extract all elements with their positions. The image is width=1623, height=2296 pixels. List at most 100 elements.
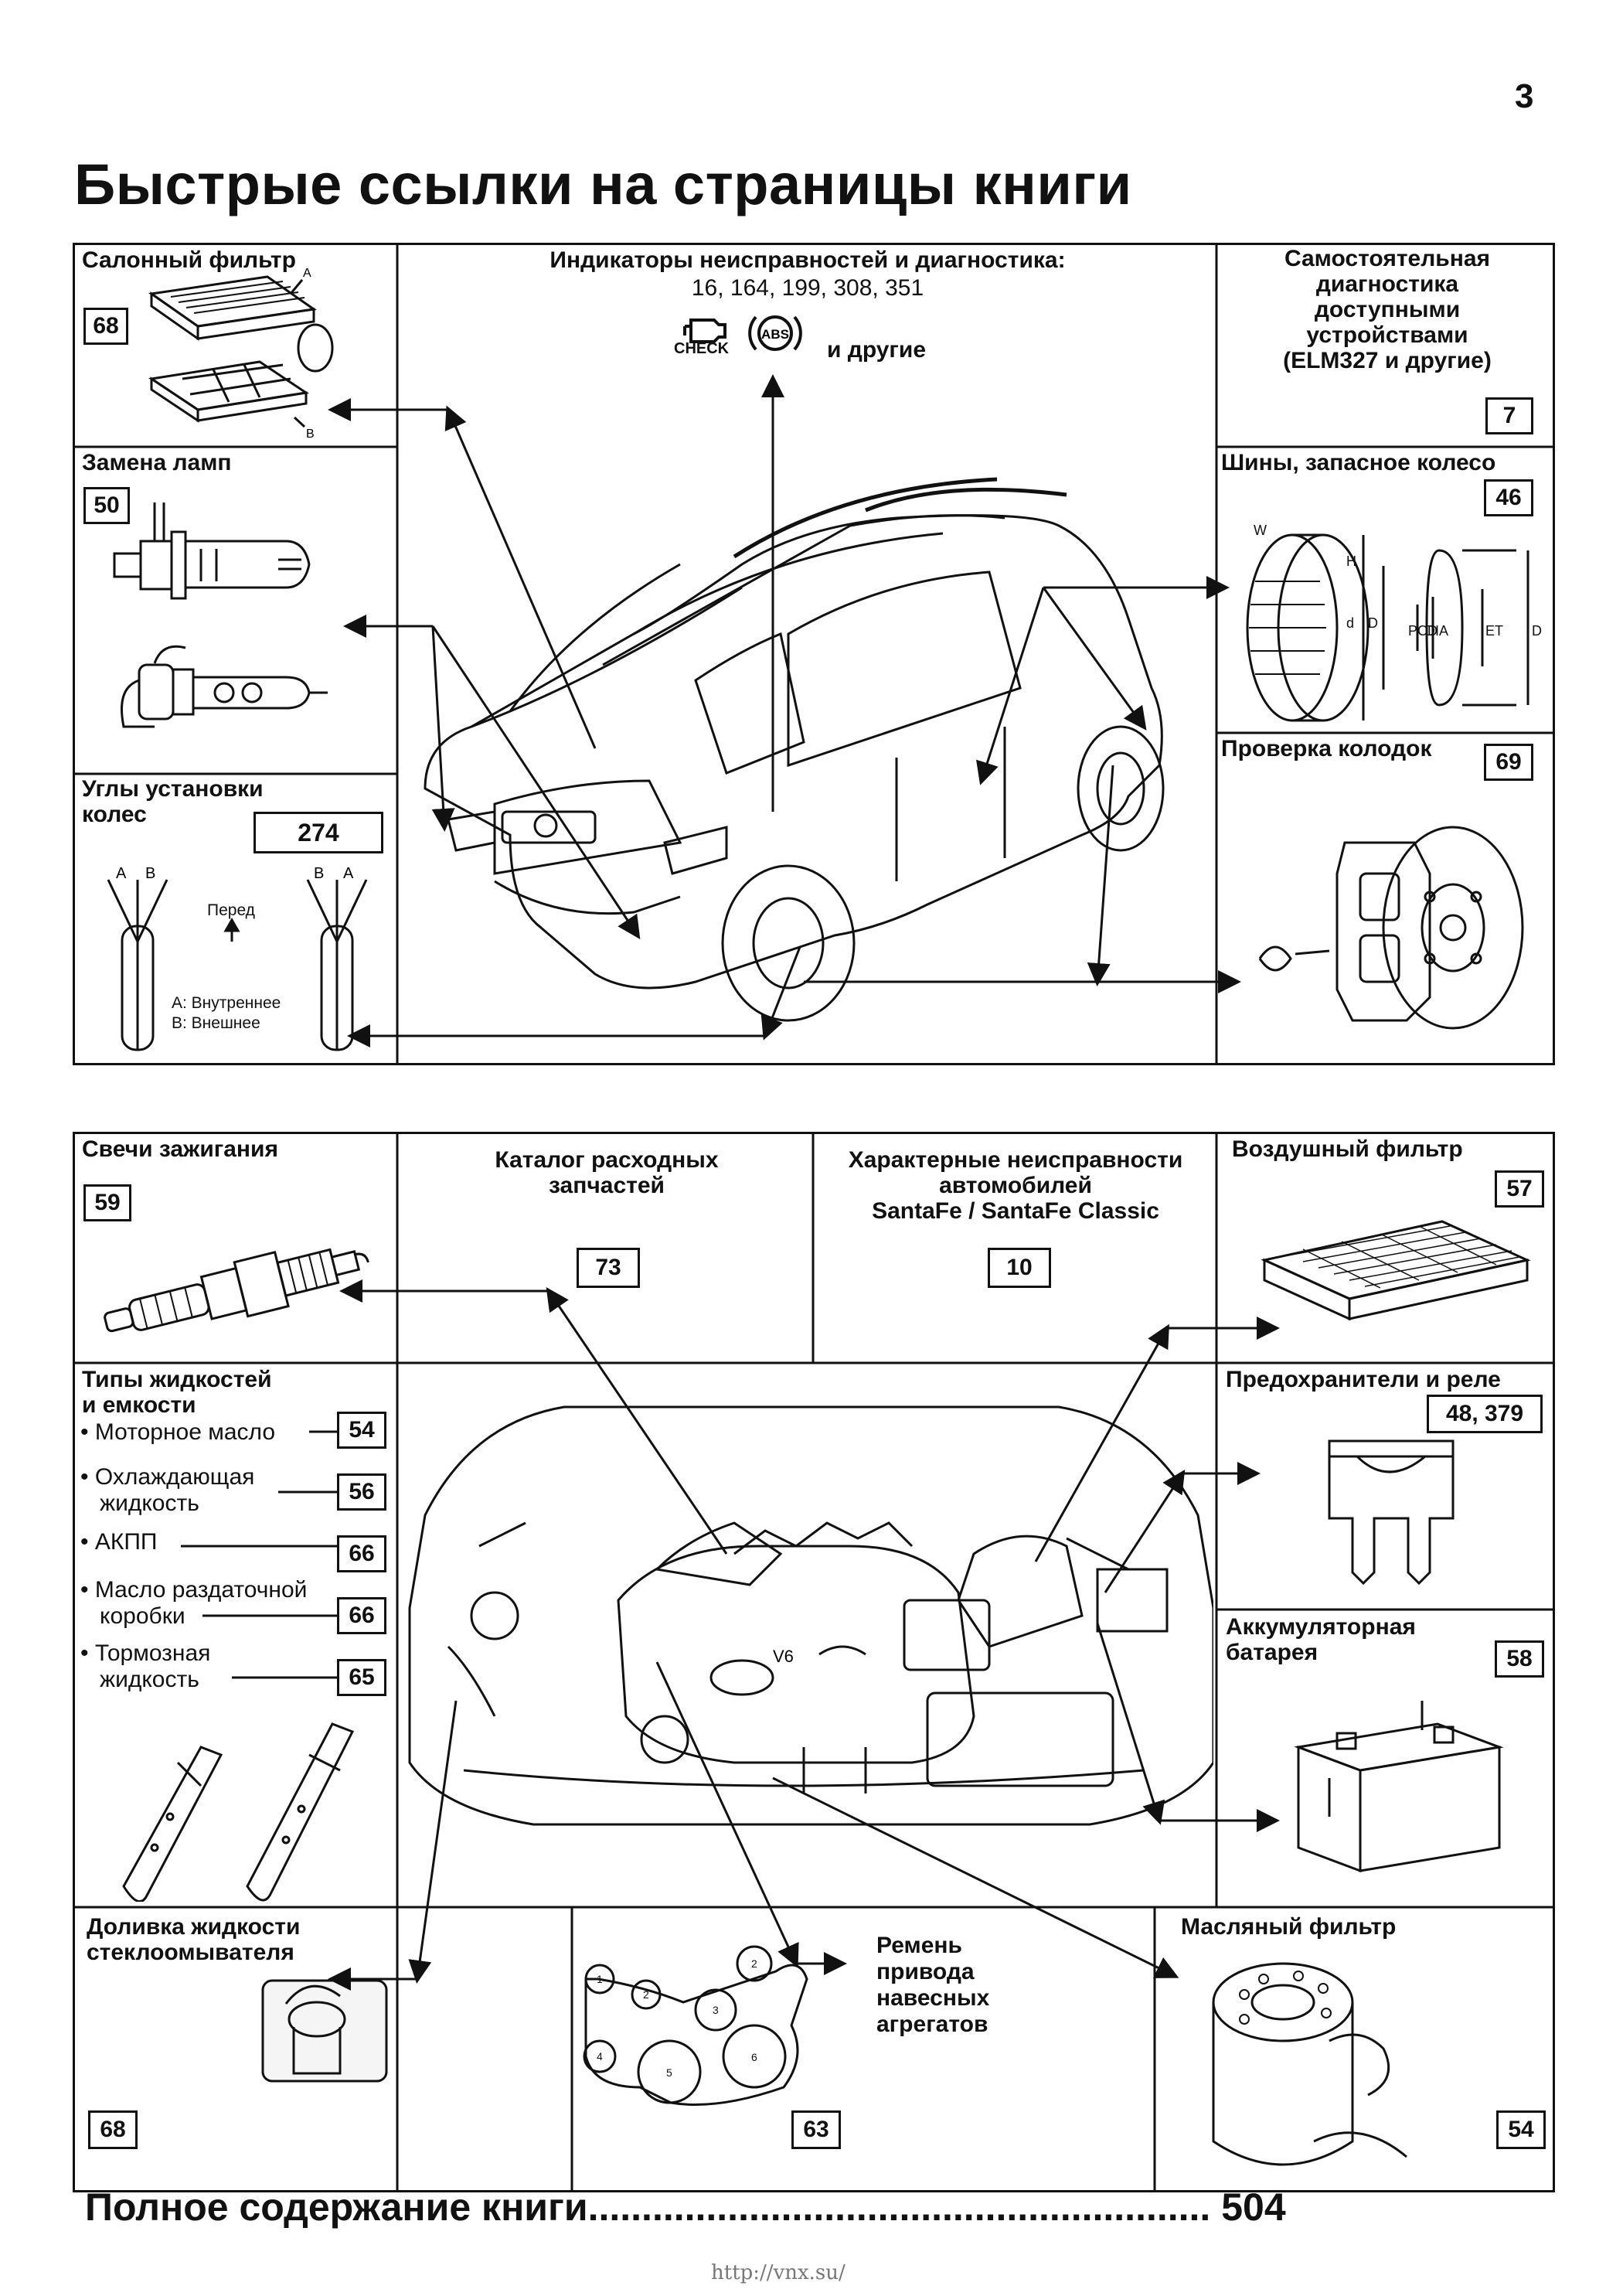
check-engine-icon [683,319,726,343]
oil-filter-label: Масляный фильтр [1181,1914,1397,1940]
washer-line-2: стеклоомывателя [87,1940,294,1965]
belt-line-1: Ремень [876,1933,962,1958]
tires-label: Шины, запасное колесо [1221,450,1496,475]
wheel-angles-page-ref[interactable]: 274 [253,812,383,853]
faults-label: Характерные неисправности автомобилей Sa… [818,1147,1213,1224]
full-contents-link[interactable]: Полное содержание книги.................… [85,2185,1553,2230]
svg-text:2: 2 [751,1957,757,1970]
belt-label: Ремень привода навесных агрегатов [876,1933,989,2038]
source-url[interactable]: http://vnx.su/ [711,2261,846,2284]
atf-page-ref[interactable]: 66 [337,1535,386,1572]
fluid-item-label-2: жидкость [100,1490,199,1516]
lamps-label: Замена ламп [82,450,232,475]
brake-caliper-illustration [1258,826,1524,1030]
battery-label: Аккумуляторная батарея [1226,1614,1416,1665]
bottom-panel [73,1132,1555,2192]
wheel-angles-label: Углы установки колес [82,776,264,827]
fuses-label: Предохранители и реле [1226,1367,1501,1392]
faults-line-2: автомобилей [939,1173,1092,1198]
brake-pads-page-ref[interactable]: 69 [1484,744,1533,781]
svg-text:DIA: DIA [1425,623,1448,639]
parts-catalog-page-ref[interactable]: 73 [577,1248,640,1288]
svg-text:PCD: PCD [1408,623,1438,639]
wheel-angle-legend-a: A: Внутреннее [172,994,281,1012]
wheel-angles-line-1: Углы установки [82,776,264,802]
toc-page: 504 [1221,2185,1286,2229]
svg-text:A: A [303,267,311,280]
check-engine-text: CHECK [674,340,730,357]
transfer-oil-page-ref[interactable]: 66 [337,1597,386,1634]
fluid-item-label: Моторное масло [94,1419,276,1445]
svg-text:1: 1 [597,1973,603,1985]
battery-illustration [1294,1701,1504,1873]
fluid-item-label: АКПП [94,1529,158,1555]
air-filter-label: Воздушный фильтр [1232,1136,1463,1162]
wheel-alignment-illustration: A B B A [107,865,368,1051]
fluid-item-engine-oil: • Моторное масло [80,1419,276,1445]
battery-page-ref[interactable]: 58 [1495,1640,1544,1678]
toc-dot-leader: ........................................… [587,2185,1211,2229]
svg-text:H: H [1346,554,1356,569]
indicators-pages[interactable]: 16, 164, 199, 308, 351 [691,275,924,301]
fluid-item-label-2: жидкость [100,1667,199,1692]
oil-filter-page-ref[interactable]: 54 [1496,2110,1546,2149]
tires-page-ref[interactable]: 46 [1484,479,1533,516]
svg-text:V6: V6 [773,1647,794,1666]
battery-line-2: батарея [1226,1640,1318,1665]
top-panel [73,243,1555,1065]
self-diag-line-1: Самостоятельная [1284,246,1491,271]
svg-text:D: D [1532,623,1542,639]
spark-plugs-label: Свечи зажигания [82,1136,279,1162]
oil-filter-illustration [1212,1962,1407,2166]
svg-text:d: d [1346,615,1354,631]
fluid-item-label: Охлаждающая [94,1464,255,1490]
self-diag-page-ref[interactable]: 7 [1485,397,1533,434]
washer-line-1: Доливка жидкости [87,1914,301,1940]
front-direction-label: Перед [207,901,255,919]
air-filter-page-ref[interactable]: 57 [1495,1170,1544,1208]
engine-oil-page-ref[interactable]: 54 [337,1412,386,1449]
indicators-others: и другие [827,337,927,363]
parts-catalog-label: Каталог расходных запчастей [402,1147,812,1198]
parts-catalog-line-1: Каталог расходных [495,1147,719,1173]
fluid-item-brake-fluid: • Тормозная жидкость [80,1640,211,1692]
svg-text:B: B [306,428,315,441]
self-diag-line-3: доступными [1314,297,1461,322]
belt-page-ref[interactable]: 63 [791,2110,841,2149]
abs-text: ABS [761,327,789,342]
cabin-filter-page-ref[interactable]: 68 [83,308,128,345]
air-filter-illustration [1261,1220,1531,1321]
spark-plugs-page-ref[interactable]: 59 [83,1184,131,1221]
washer-page-ref[interactable]: 68 [88,2110,138,2149]
page-number: 3 [1515,77,1534,115]
dipstick-illustration [122,1722,355,1902]
indicators-title: Индикаторы неисправностей и диагностика: [550,247,1066,273]
toc-text: Полное содержание книги [85,2185,588,2229]
svg-text:B: B [314,865,324,882]
faults-page-ref[interactable]: 10 [988,1248,1051,1288]
suv-illustration [424,477,1165,1022]
belt-line-3: навесных [876,1985,990,2011]
spark-plug-illustration [104,1248,369,1333]
svg-text:4: 4 [597,2050,603,2063]
svg-text:3: 3 [713,2004,719,2016]
bulb-illustration [113,502,328,728]
self-diag-line-2: диагностика [1315,271,1459,297]
fluid-item-label: Масло раздаточной [94,1577,308,1603]
svg-text:B: B [145,865,155,882]
brake-fluid-page-ref[interactable]: 65 [337,1659,386,1696]
svg-text:2: 2 [643,1988,649,2001]
fluid-item-label: Тормозная [94,1640,211,1666]
lamps-page-ref[interactable]: 50 [83,487,130,524]
coolant-page-ref[interactable]: 56 [337,1473,386,1511]
svg-text:5: 5 [666,2066,672,2079]
fuses-page-ref[interactable]: 48, 379 [1427,1395,1543,1433]
parts-catalog-line-2: запчастей [549,1173,665,1198]
abs-warning-icon: ABS [748,315,802,351]
battery-line-1: Аккумуляторная [1226,1614,1416,1640]
